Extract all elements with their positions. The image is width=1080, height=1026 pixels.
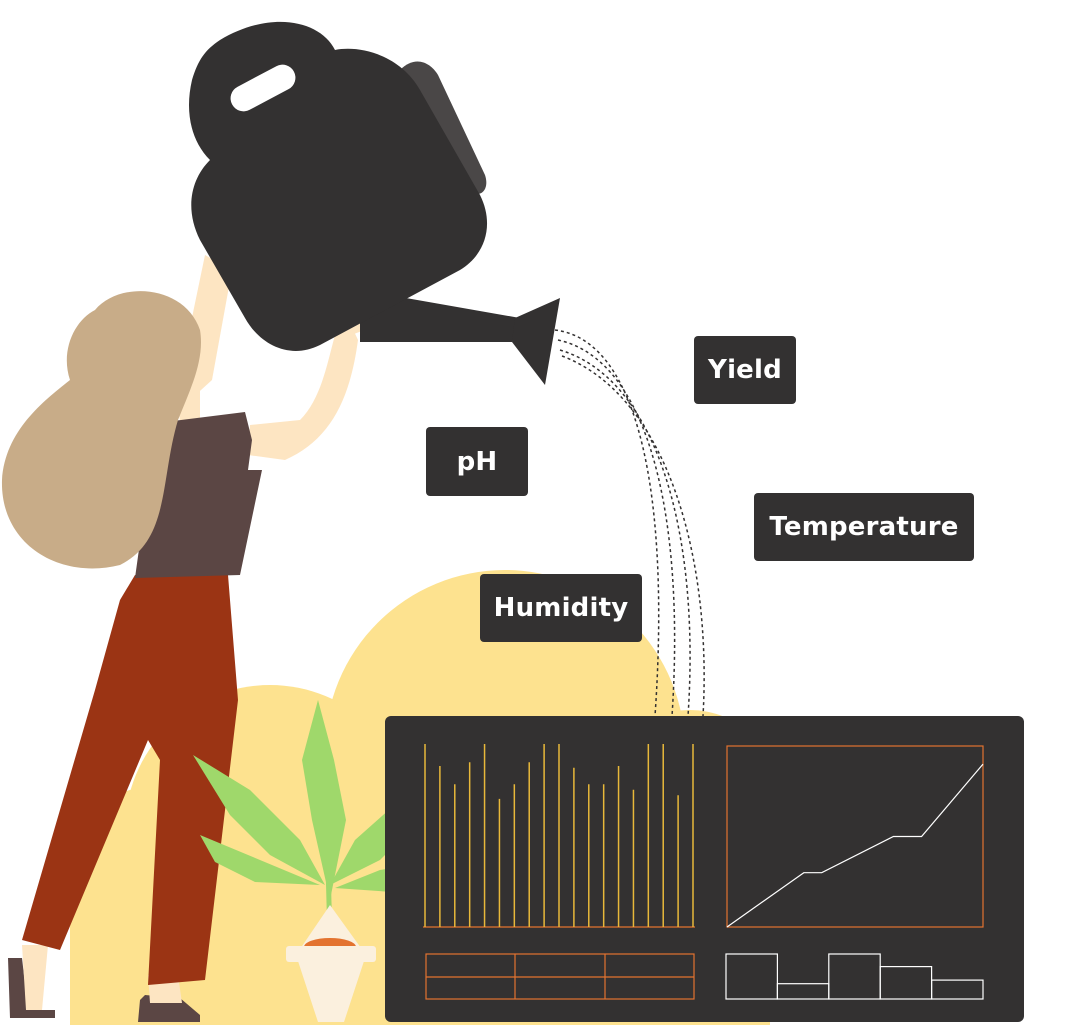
line-chart-series [726,763,984,928]
line-chart [726,745,984,928]
table-grid [425,953,695,1000]
humidity-label-text: Humidity [493,593,629,623]
watering-can-icon [189,21,560,385]
temperature-label-text: Temperature [769,512,959,542]
step-chart-bar [879,966,933,1000]
ph-label: pH [426,427,528,496]
yield-label: Yield [694,336,796,404]
water-stream [554,329,705,717]
step-chart-bar [828,953,881,1000]
dashboard-graphics [423,744,984,1000]
step-chart-bar [776,983,830,1000]
step-chart [725,953,984,1000]
line-chart-frame [726,745,984,928]
step-chart-bar [725,953,779,1000]
dashboard-panel [385,716,1024,1022]
woman-gardener-icon [1,255,385,1022]
bar-chart [423,744,695,928]
temperature-label: Temperature [754,493,974,561]
ph-label-text: pH [456,446,498,477]
humidity-label: Humidity [480,574,642,642]
step-chart-bar [930,979,984,1000]
yield-label-text: Yield [708,355,782,385]
